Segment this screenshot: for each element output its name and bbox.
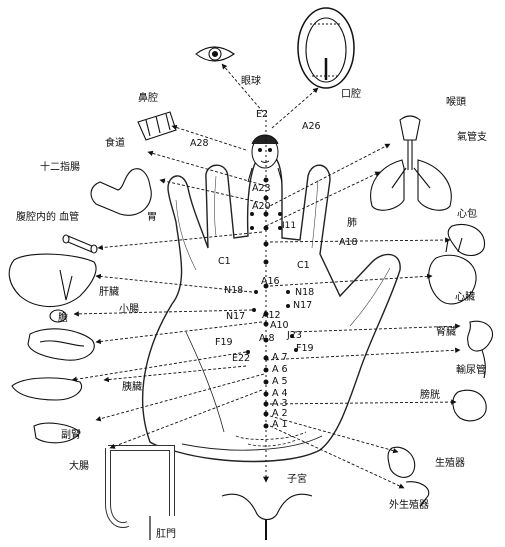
point-A8: A 8 xyxy=(259,334,275,344)
point-A10: A10 xyxy=(270,321,289,331)
label-nasal: 鼻腔 xyxy=(138,94,158,104)
label-throat: 喉頭 xyxy=(446,98,466,108)
label-pericardium: 心包 xyxy=(457,210,477,220)
label-ureter: 輸尿管 xyxy=(456,366,486,376)
point-A2: A 2 xyxy=(272,409,288,419)
label-gallbladder: 膽 xyxy=(58,314,68,324)
label-heart: 心臟 xyxy=(455,293,475,303)
label-adrenal: 副腎 xyxy=(61,431,81,441)
nasal-drawing xyxy=(138,112,176,140)
label-stomach: 胃 xyxy=(147,213,157,223)
point-A16: A16 xyxy=(261,277,280,287)
point-N17-right: N17 xyxy=(293,301,312,311)
point-I11: I11 xyxy=(282,222,296,231)
eye-drawing xyxy=(196,47,234,61)
label-eye: 眼球 xyxy=(241,77,261,87)
uterus-drawing xyxy=(222,494,312,540)
point-C1-left: C1 xyxy=(218,257,231,267)
genitals-drawing xyxy=(388,447,415,477)
label-bladder: 膀胱 xyxy=(420,391,440,401)
point-A6: A 6 xyxy=(272,365,288,375)
point-A28: A28 xyxy=(190,139,209,149)
point-C1-right: C1 xyxy=(297,261,310,271)
point-A5: A 5 xyxy=(272,377,288,387)
point-J23: J23 xyxy=(287,331,302,341)
label-mouth: 口腔 xyxy=(341,90,361,100)
point-N18-left: N18 xyxy=(224,286,243,296)
bladder-drawing xyxy=(453,390,486,421)
label-small-intestine: 小腸 xyxy=(119,305,139,315)
liver-drawing xyxy=(9,254,96,306)
point-E22: E22 xyxy=(232,354,250,364)
label-bronchi: 氣管支 xyxy=(457,133,487,143)
point-A18: A18 xyxy=(339,238,358,248)
label-lung: 肺 xyxy=(347,219,357,229)
small-intestine-drawing xyxy=(28,329,94,360)
point-A23: A23 xyxy=(252,184,271,194)
point-A26: A26 xyxy=(302,122,321,132)
vessel-drawing xyxy=(63,235,97,253)
label-uterus: 子宮 xyxy=(287,475,307,485)
label-abdominal-vessels: 腹腔内的 血管 xyxy=(16,213,79,223)
label-external-genitals: 外生殖器 xyxy=(389,501,429,511)
stomach-drawing xyxy=(91,169,151,215)
face-drawing xyxy=(248,135,282,182)
kidney-drawing xyxy=(468,321,493,351)
point-N17-left: N17 xyxy=(226,312,245,322)
pancreas-drawing xyxy=(12,378,82,400)
point-A7: A 7 xyxy=(272,353,288,363)
lungs-drawing xyxy=(371,160,452,210)
large-intestine-drawing xyxy=(108,448,172,540)
point-F19-left: F19 xyxy=(215,338,233,348)
label-duodenum: 十二指腸 xyxy=(40,163,80,173)
point-N18-right: N18 xyxy=(295,288,314,298)
label-large-intestine: 大腸 xyxy=(69,462,89,472)
pericardium-drawing xyxy=(448,224,484,255)
point-E2: E2 xyxy=(256,110,268,120)
label-esophagus: 食道 xyxy=(105,139,125,149)
label-pancreas: 胰臟 xyxy=(122,383,142,393)
label-liver: 肝臟 xyxy=(99,288,119,298)
finger-hatching xyxy=(176,176,390,326)
point-A20: A20 xyxy=(252,202,271,212)
label-genitals: 生殖器 xyxy=(435,459,465,469)
label-anus: 肛門 xyxy=(156,530,176,540)
mouth-drawing xyxy=(298,8,354,88)
label-kidney: 腎臟 xyxy=(436,328,456,338)
point-A1: A 1 xyxy=(272,420,288,430)
point-F19-right: F19 xyxy=(296,344,314,354)
